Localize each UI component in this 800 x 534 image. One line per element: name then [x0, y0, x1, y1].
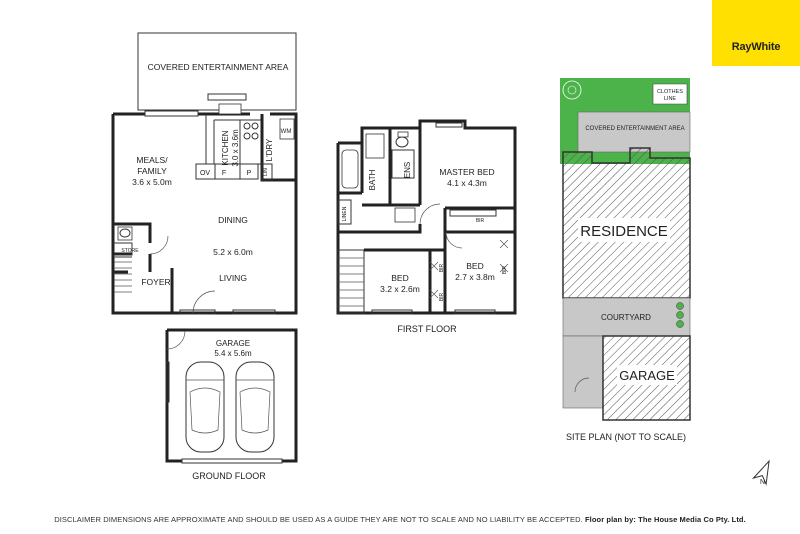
svg-text:N: N [760, 479, 765, 486]
site-covered-label: COVERED ENTERTAINMENT AREA [585, 126, 684, 132]
floor-plan-credit: Floor plan by: The House Media Co Pty. L… [584, 515, 746, 524]
site-covered-area [577, 111, 691, 153]
courtyard-area [562, 297, 691, 337]
site-garage-label: GARAGE [619, 368, 675, 383]
bed1-dims: 3.2 x 2.6m [380, 284, 420, 294]
meals-family-label-2: FAMILY [137, 166, 167, 176]
residence-label: RESIDENCE [580, 223, 668, 240]
bed2-label: BED [466, 261, 483, 271]
clothes-line-label-2: LINE [664, 96, 677, 102]
meals-family-label-1: MEALS/ [136, 155, 168, 165]
clothes-line-label-1: CLOTHES [657, 89, 683, 95]
linen-label: LINEN [342, 206, 348, 221]
living-dims: 5.2 x 6.0m [213, 247, 253, 257]
ground-floor-title: GROUND FLOOR [192, 471, 266, 481]
master-bed-label: MASTER BED [439, 167, 494, 177]
car-icon [235, 361, 275, 453]
ensuite-label: ENS [403, 162, 412, 178]
first-floor-plan: BATH ENS MASTER BED 4.1 x 4.3m LINEN BIR… [336, 119, 517, 334]
garage-walls [165, 328, 298, 463]
bed1-bir2-label: BIR [439, 292, 445, 301]
wm-label: WM [281, 129, 292, 135]
foyer-label: FOYER [141, 277, 170, 287]
bed1-label: BED [391, 273, 408, 283]
kitchen-label: KITCHEN [221, 130, 230, 165]
garage-label: GARAGE [216, 339, 250, 348]
kitchen-dims: 3.0 x 3.6m [231, 129, 240, 167]
first-floor-title: FIRST FLOOR [397, 324, 457, 334]
oven-label: OV [200, 170, 210, 177]
north-arrow-icon: N [751, 459, 770, 486]
bath-label: BATH [368, 169, 377, 190]
first-floor-outer-walls [336, 119, 517, 315]
living-label: LIVING [219, 273, 247, 283]
meals-family-dims: 3.6 x 5.0m [132, 177, 172, 187]
ground-floor-plan: COVERED ENTERTAINMENT AREA [111, 32, 298, 481]
store-label: STORE [121, 248, 139, 254]
dining-label: DINING [218, 215, 248, 225]
courtyard-label: COURTYARD [601, 313, 651, 322]
bed2-bir-label: BIR [502, 265, 508, 274]
fridge-label: F [222, 170, 226, 177]
master-bir-label: BIR [476, 218, 485, 224]
garage-dims: 5.4 x 5.6m [214, 349, 252, 358]
master-bed-dims: 4.1 x 4.3m [447, 178, 487, 188]
covered-area-label: COVERED ENTERTAINMENT AREA [148, 62, 289, 72]
bed2-dims: 2.7 x 3.8m [455, 272, 495, 282]
car-icon [185, 361, 225, 453]
pantry-label: P [247, 170, 252, 177]
covered-area-outline [137, 32, 297, 111]
site-plan: CLOTHES LINE COVERED ENTERTAINMENT AREA … [560, 78, 691, 442]
driveway [562, 335, 604, 409]
disclaimer-footer: DISCLAIMER DIMENSIONS ARE APPROXIMATE AN… [0, 515, 800, 524]
raywhite-logo: RayWhite [712, 0, 800, 66]
linen-label-ground: LIN [263, 168, 269, 176]
disclaimer-text: DISCLAIMER DIMENSIONS ARE APPROXIMATE AN… [54, 515, 583, 524]
laundry-label: L'DRY [265, 138, 274, 161]
logo-text: RayWhite [731, 41, 781, 53]
bed1-bir-label: BIR [439, 263, 445, 272]
site-plan-title: SITE PLAN (NOT TO SCALE) [566, 432, 686, 442]
